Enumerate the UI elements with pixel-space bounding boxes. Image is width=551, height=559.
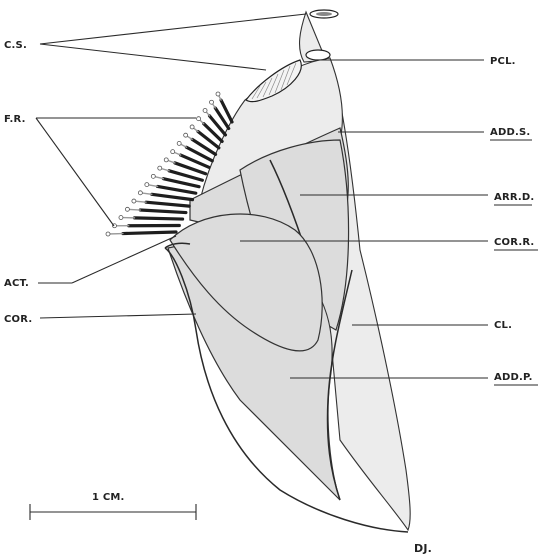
fin-ray (163, 179, 199, 187)
label-fr: F.R. (4, 114, 26, 125)
fin-ray (123, 232, 176, 234)
fin-ray-tip-cap (125, 207, 129, 211)
fin-ray-tip-cap (106, 232, 110, 236)
cs-top-cylinder (310, 10, 338, 18)
fin-ray-tip-cap (197, 117, 201, 121)
fin-ray-tip-cap (216, 92, 220, 96)
fin-ray-tip-cap (190, 125, 194, 129)
fin-ray (146, 202, 189, 206)
fin-ray-tip-cap (171, 150, 175, 154)
label-addp: ADD.P. (494, 372, 533, 383)
label-pcl: PCL. (490, 56, 516, 67)
fin-ray (158, 186, 196, 193)
fin-ray-tip-cap (119, 216, 123, 220)
signature-text: DJ. (414, 542, 432, 555)
label-adds: ADD.S. (490, 127, 530, 138)
fin-ray-tip-cap (151, 174, 155, 178)
fin-ray-tip-cap (132, 199, 136, 203)
fin-ray-tip-cap (164, 158, 168, 162)
fin-ray (152, 194, 193, 199)
fin-ray-tip-cap (184, 133, 188, 137)
fin-ray-tip-cap (203, 108, 207, 112)
label-arrd: ARR.D. (494, 192, 534, 203)
fin-ray-tip-cap (158, 166, 162, 170)
label-corr: COR.R. (494, 237, 534, 248)
label-act: ACT. (4, 278, 29, 289)
scale-bar: 1 CM. (30, 492, 196, 520)
fin-ray-tip-cap (138, 191, 142, 195)
label-cor: COR. (4, 314, 32, 325)
fin-ray (135, 218, 183, 219)
scale-bar-label: 1 CM. (92, 492, 125, 503)
label-cs: C.S. (4, 40, 27, 51)
artist-signature: DJ. (414, 542, 432, 555)
fin-ray-tip-cap (177, 141, 181, 145)
fin-ray (140, 210, 186, 213)
fin-ray-tip-cap (210, 100, 214, 104)
fin-ray-tip-cap (145, 183, 149, 187)
pcl-element (306, 50, 330, 60)
label-cl: CL. (494, 320, 512, 331)
label-underlines (490, 140, 538, 385)
